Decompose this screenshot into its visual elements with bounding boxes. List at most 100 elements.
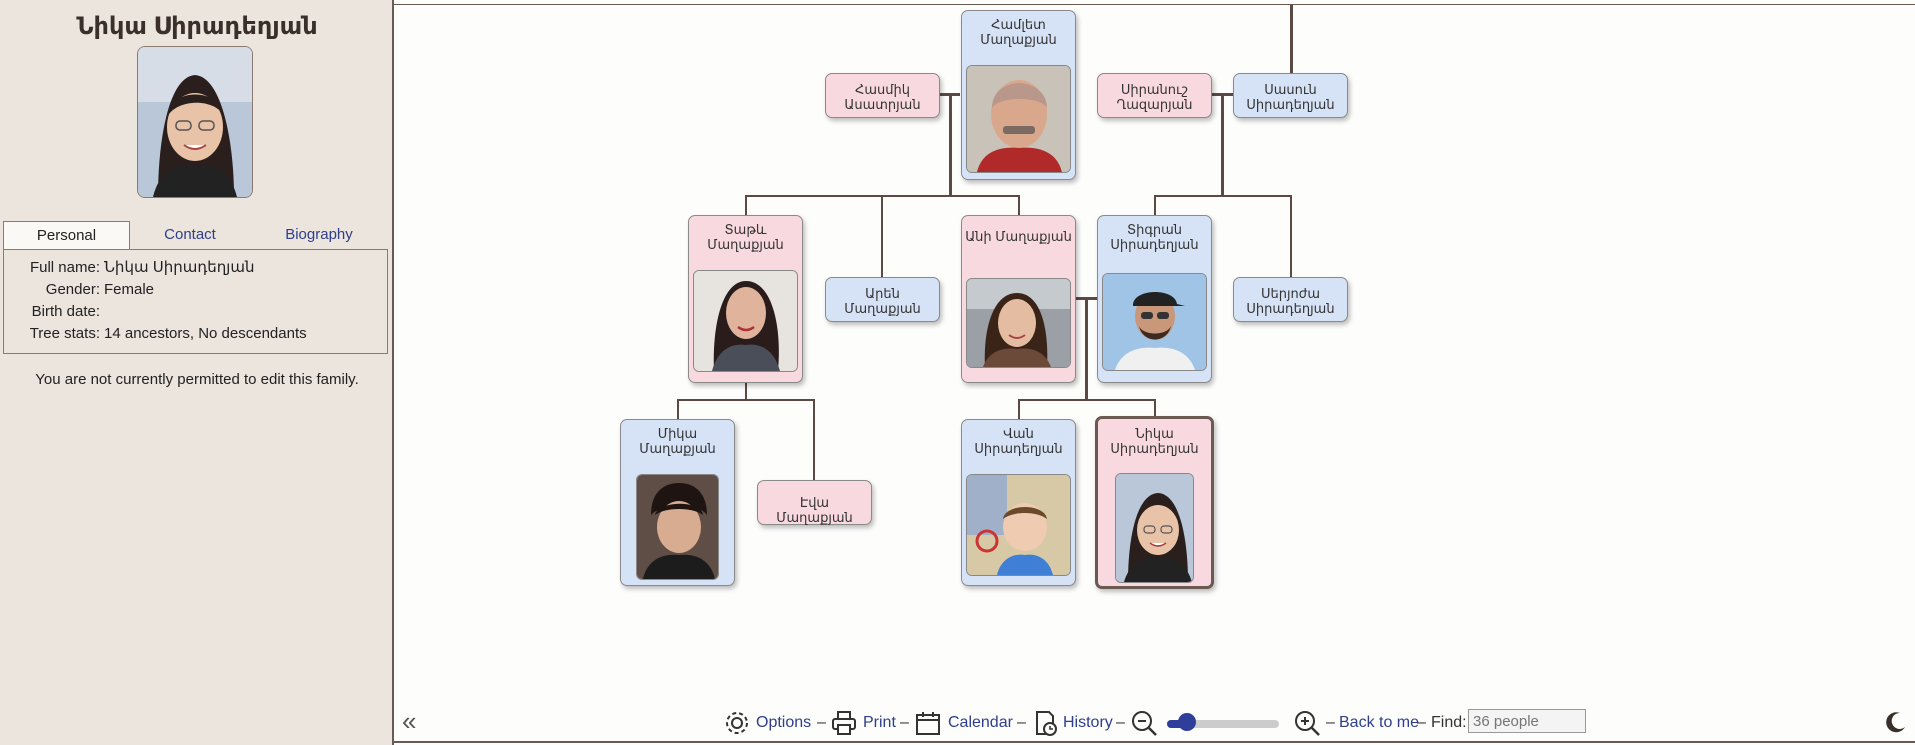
person-card-name: Արեն Մաղաքյան xyxy=(844,286,921,316)
connector-line xyxy=(1154,195,1156,215)
calendar-button[interactable] xyxy=(914,709,942,735)
separator: – xyxy=(900,714,909,731)
permission-note: You are not currently permitted to edit … xyxy=(35,371,359,388)
person-card[interactable]: Էվա Մաղաքյան xyxy=(757,480,872,525)
person-card[interactable]: Սիրանուշ Ղազարյան xyxy=(1097,73,1212,118)
zoom-in-button[interactable] xyxy=(1293,709,1321,736)
person-name: Նիկա Սիրադեղյան xyxy=(76,13,318,40)
person-card[interactable]: Սասուն Սիրադեղյան xyxy=(1233,73,1348,118)
connector-line xyxy=(1085,298,1088,401)
separator: – xyxy=(817,714,826,731)
connector-line xyxy=(1221,94,1224,197)
zoom-slider-handle[interactable] xyxy=(1178,713,1197,731)
field-value: Նիկա Սիրադեղյան xyxy=(104,259,255,276)
person-card[interactable]: Վան Սիրադեղյան xyxy=(961,419,1076,586)
person-card[interactable]: Սերյոժա Սիրադեղյան xyxy=(1233,277,1348,322)
person-card-name: Էվա Մաղաքյան xyxy=(776,495,853,525)
calendar-icon xyxy=(916,712,940,735)
person-card-photo xyxy=(1115,473,1194,583)
person-card[interactable]: Տաթև Մաղաքյան xyxy=(688,215,803,383)
zoom-out-icon xyxy=(1132,711,1157,736)
zoom-slider-fill xyxy=(1167,720,1188,728)
person-card[interactable]: Տիգրան Սիրադեղյան xyxy=(1097,215,1212,383)
person-card-name: Վան Սիրադեղյան xyxy=(974,426,1063,456)
field-label: Tree stats: xyxy=(29,325,100,342)
connector-line xyxy=(745,383,747,400)
zoom-out-button[interactable] xyxy=(1130,709,1158,736)
person-card-name: Տիգրան Սիրադեղյան xyxy=(1110,222,1199,252)
printer-icon xyxy=(832,711,856,735)
sidebar: Նիկա Սիրադեղյան Personal Contact Biograp… xyxy=(0,0,394,745)
connector-line xyxy=(813,399,815,480)
person-card-name: Նիկա Սիրադեղյան xyxy=(1110,426,1199,456)
person-card[interactable]: Միկա Մաղաքյան xyxy=(620,419,735,586)
back-to-me-link[interactable]: Back to me xyxy=(1339,714,1420,731)
connector-line xyxy=(1018,399,1020,419)
print-button[interactable] xyxy=(830,709,858,735)
connector-line xyxy=(745,195,747,215)
person-card[interactable]: Համլետ Մաղաքյան xyxy=(961,10,1076,180)
gear-icon xyxy=(726,712,748,734)
field-label: Gender: xyxy=(45,281,100,298)
separator: – xyxy=(1326,714,1335,731)
connector-line xyxy=(1018,399,1156,401)
print-label[interactable]: Print xyxy=(863,714,896,731)
tab-personal[interactable]: Personal xyxy=(3,221,130,249)
person-photo xyxy=(137,46,253,198)
connector-line xyxy=(881,195,883,277)
person-card-name: Տաթև Մաղաքյան xyxy=(707,222,784,252)
person-card-name: Սասուն Սիրադեղյան xyxy=(1246,82,1335,112)
connector-line xyxy=(1290,5,1293,73)
person-card[interactable]: Հասմիկ Ասատրյան xyxy=(825,73,940,118)
person-card-name: Անի Մաղաքյան xyxy=(965,229,1072,244)
zoom-in-icon xyxy=(1295,711,1320,736)
person-card-name: Սիրանուշ Ղազարյան xyxy=(1116,82,1193,112)
tab-contact[interactable]: Contact xyxy=(164,226,216,243)
connector-line xyxy=(1154,195,1292,197)
dark-mode-toggle[interactable] xyxy=(1884,710,1908,733)
separator: – xyxy=(1017,714,1026,731)
personal-panel: Full name:Նիկա Սիրադեղյան Gender:Female … xyxy=(3,249,388,354)
moon-icon xyxy=(1886,712,1905,733)
zoom-slider[interactable] xyxy=(1167,720,1279,728)
person-card-photo xyxy=(693,270,798,372)
person-card-photo xyxy=(966,278,1071,368)
history-icon xyxy=(1036,711,1057,736)
person-card-name: Սերյոժա Սիրադեղյան xyxy=(1246,286,1335,316)
separator: – xyxy=(1116,714,1125,731)
options-button[interactable] xyxy=(723,709,751,734)
tab-biography[interactable]: Biography xyxy=(285,226,353,243)
collapse-sidebar-icon[interactable]: « xyxy=(402,706,417,736)
connector-line xyxy=(1018,195,1020,215)
person-card-selected[interactable]: Նիկա Սիրադեղյան xyxy=(1095,416,1214,589)
connector-line xyxy=(1290,195,1292,277)
person-card-name: Համլետ Մաղաքյան xyxy=(980,17,1057,47)
field-value: 14 ancestors, No descendants xyxy=(104,325,307,342)
person-card-name: Հասմիկ Ասատրյան xyxy=(844,82,921,112)
person-card-name: Միկա Մաղաքյան xyxy=(639,426,716,456)
calendar-label[interactable]: Calendar xyxy=(948,714,1013,731)
person-card-photo xyxy=(966,474,1071,576)
connector-line xyxy=(677,399,679,419)
history-label[interactable]: History xyxy=(1063,714,1113,731)
person-card[interactable]: Անի Մաղաքյան xyxy=(961,215,1076,383)
person-card-photo xyxy=(1102,273,1207,371)
find-input[interactable] xyxy=(1468,709,1586,733)
person-card[interactable]: Արեն Մաղաքյան xyxy=(825,277,940,322)
detail-tabs: Personal Contact Biography xyxy=(3,221,388,249)
history-button[interactable] xyxy=(1032,709,1060,736)
chart-top-border xyxy=(394,4,1915,5)
field-value: Female xyxy=(104,281,155,298)
field-label: Full name: xyxy=(29,259,100,276)
connector-line xyxy=(1154,399,1156,419)
options-label[interactable]: Options xyxy=(756,714,812,731)
chart-bottom-border xyxy=(394,741,1915,743)
bottom-toolbar: « Options – Print – Calendar – His xyxy=(394,704,1915,740)
connector-line xyxy=(677,399,815,401)
field-birth-date: Birth date: xyxy=(4,302,104,322)
separator: – xyxy=(1417,714,1426,731)
field-tree-stats: Tree stats:14 ancestors, No descendants xyxy=(4,324,307,344)
person-card-photo xyxy=(636,474,719,580)
field-gender: Gender:Female xyxy=(4,280,154,300)
